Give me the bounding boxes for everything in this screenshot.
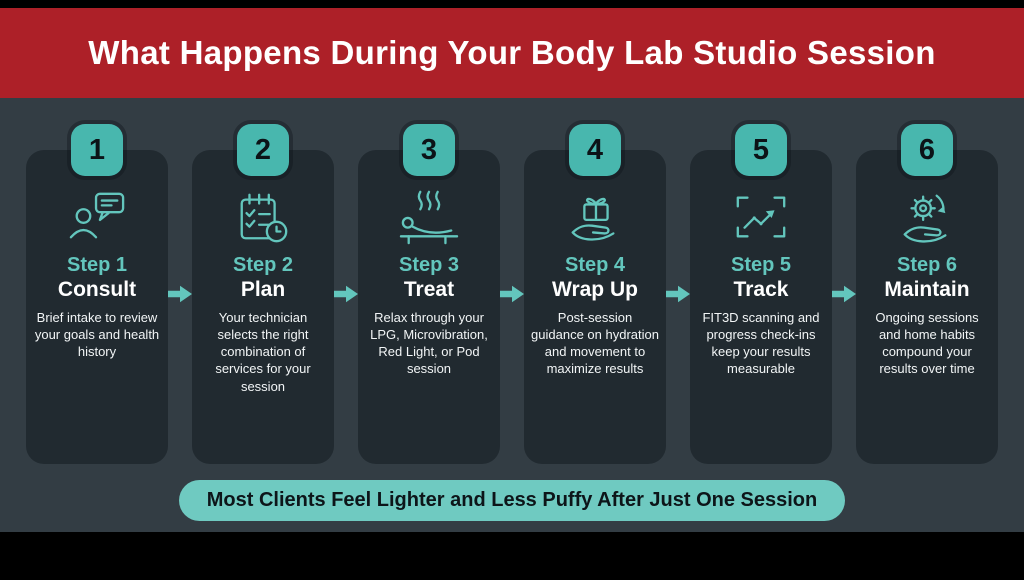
step-title: Wrap Up: [552, 278, 638, 301]
arrow-right-icon: [666, 284, 690, 309]
step-card-treat: 3 Step 3 Treat Relax through your LPG, M…: [358, 124, 500, 464]
infographic-slide: What Happens During Your Body Lab Studio…: [0, 8, 1024, 580]
step-title: Track: [733, 278, 789, 301]
step-label: Step 2: [232, 254, 294, 276]
step-title: Treat: [403, 278, 455, 301]
consult-icon: [33, 184, 161, 250]
step-card-consult: 1 Step 1 Consult Brief intake to review …: [26, 124, 168, 464]
scan-progress-icon: [697, 184, 825, 250]
step-number-badge: 4: [569, 124, 621, 176]
step-number-badge: 1: [71, 124, 123, 176]
step-number-badge: 6: [901, 124, 953, 176]
arrow-right-icon: [500, 284, 524, 309]
arrow-right-icon: [168, 284, 192, 309]
page-title: What Happens During Your Body Lab Studio…: [88, 34, 936, 71]
step-title: Maintain: [884, 278, 970, 301]
gear-hand-icon: [863, 184, 991, 250]
step-number-badge: 2: [237, 124, 289, 176]
step-description: FIT3D scanning and progress check-ins ke…: [702, 310, 820, 377]
step-title: Plan: [240, 278, 286, 301]
step-label: Step 5: [730, 254, 792, 276]
step-number-badge: 5: [735, 124, 787, 176]
steps-row: 1 Step 1 Consult Brief intake to review …: [26, 124, 998, 464]
step-description: Brief intake to review your goals and he…: [34, 310, 160, 360]
arrow-right-icon: [334, 284, 358, 309]
footer-banner: Most Clients Feel Lighter and Less Puffy…: [178, 480, 846, 521]
step-label: Step 4: [564, 254, 626, 276]
step-label: Step 1: [66, 254, 128, 276]
step-label: Step 6: [896, 254, 958, 276]
step-card-wrap-up: 4 Step 4 Wrap Up Post-session guidance o…: [524, 124, 666, 464]
step-title: Consult: [57, 278, 137, 301]
arrow-right-icon: [832, 284, 856, 309]
step-description: Relax through your LPG, Microvibration, …: [370, 310, 488, 377]
plan-icon: [199, 184, 327, 250]
step-card-maintain: 6 Step 6 Maintain Ongoing sessions and h…: [856, 124, 998, 464]
treat-icon: [365, 184, 493, 250]
step-card-plan: 2 Step 2 Plan Your technician selects th…: [192, 124, 334, 464]
main-area: 1 Step 1 Consult Brief intake to review …: [0, 98, 1024, 532]
step-description: Post-session guidance on hydration and m…: [531, 310, 659, 377]
step-description: Ongoing sessions and home habits compoun…: [875, 310, 979, 377]
header-banner: What Happens During Your Body Lab Studio…: [0, 8, 1024, 98]
step-number-badge: 3: [403, 124, 455, 176]
step-card-track: 5 Step 5 Track FIT3D scanning and progre…: [690, 124, 832, 464]
gift-hand-icon: [531, 184, 659, 250]
step-label: Step 3: [398, 254, 460, 276]
step-description: Your technician selects the right combin…: [215, 310, 311, 394]
